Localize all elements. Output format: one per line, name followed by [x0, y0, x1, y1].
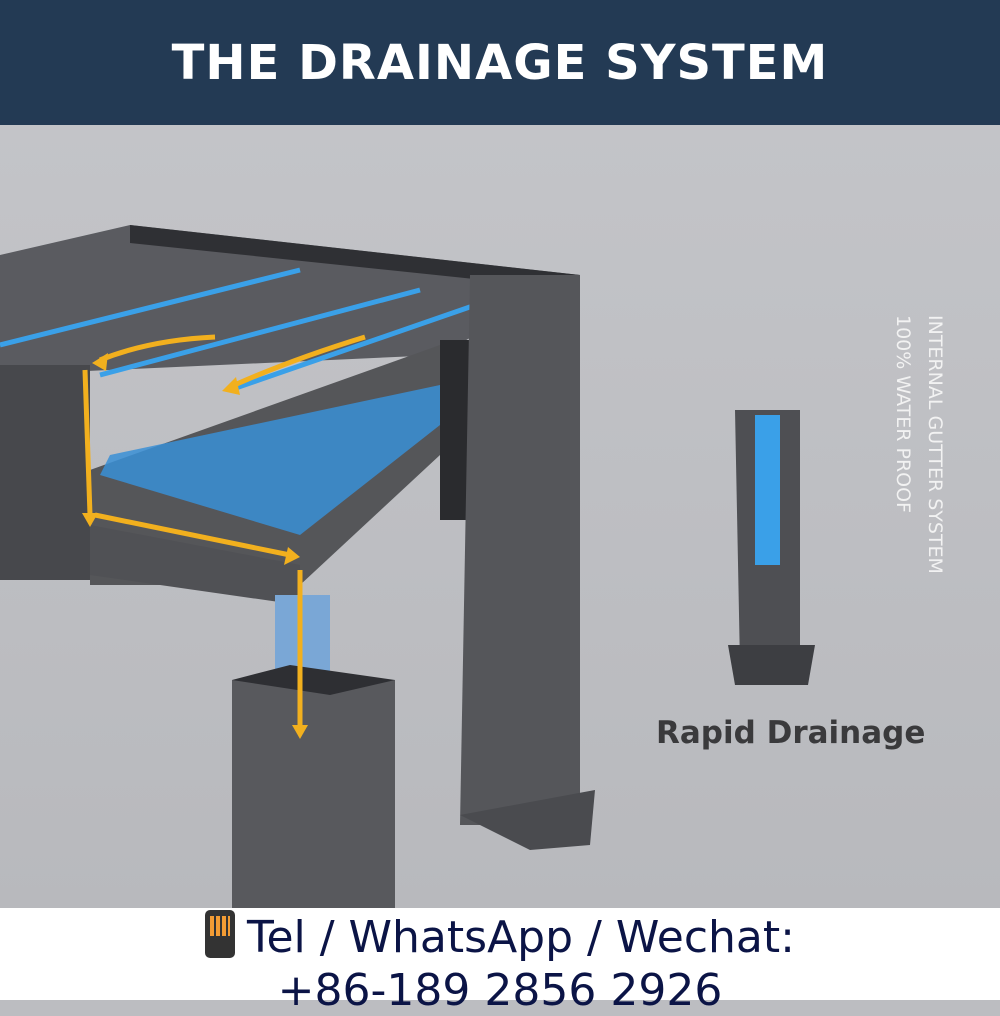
- phone-number: +86-189 2856 2926: [277, 965, 723, 1016]
- flow-arrows: [82, 334, 366, 730]
- left-beam: [0, 365, 90, 580]
- rapid-drainage-caption: Rapid Drainage: [656, 715, 926, 751]
- waterproof-label: 100% WATER PROOF: [892, 315, 914, 513]
- header-banner: THE DRAINAGE SYSTEM: [0, 0, 1000, 125]
- rear-post: [460, 275, 580, 825]
- gutter-water: [100, 385, 440, 535]
- front-post: [232, 680, 395, 908]
- mobile-phone-icon: [205, 910, 236, 958]
- product-illustration: INTERNAL GUTTER SYSTEM 100% WATER PROOF …: [0, 125, 1000, 908]
- contact-footer: Tel / WhatsApp / Wechat: +86-189 2856 29…: [0, 908, 1000, 1016]
- pergola-drainage-drawing: [0, 225, 815, 908]
- gutter-label: INTERNAL GUTTER SYSTEM: [924, 315, 946, 574]
- page-title: THE DRAINAGE SYSTEM: [171, 34, 829, 91]
- contact-label: Tel / WhatsApp / Wechat:: [247, 912, 795, 963]
